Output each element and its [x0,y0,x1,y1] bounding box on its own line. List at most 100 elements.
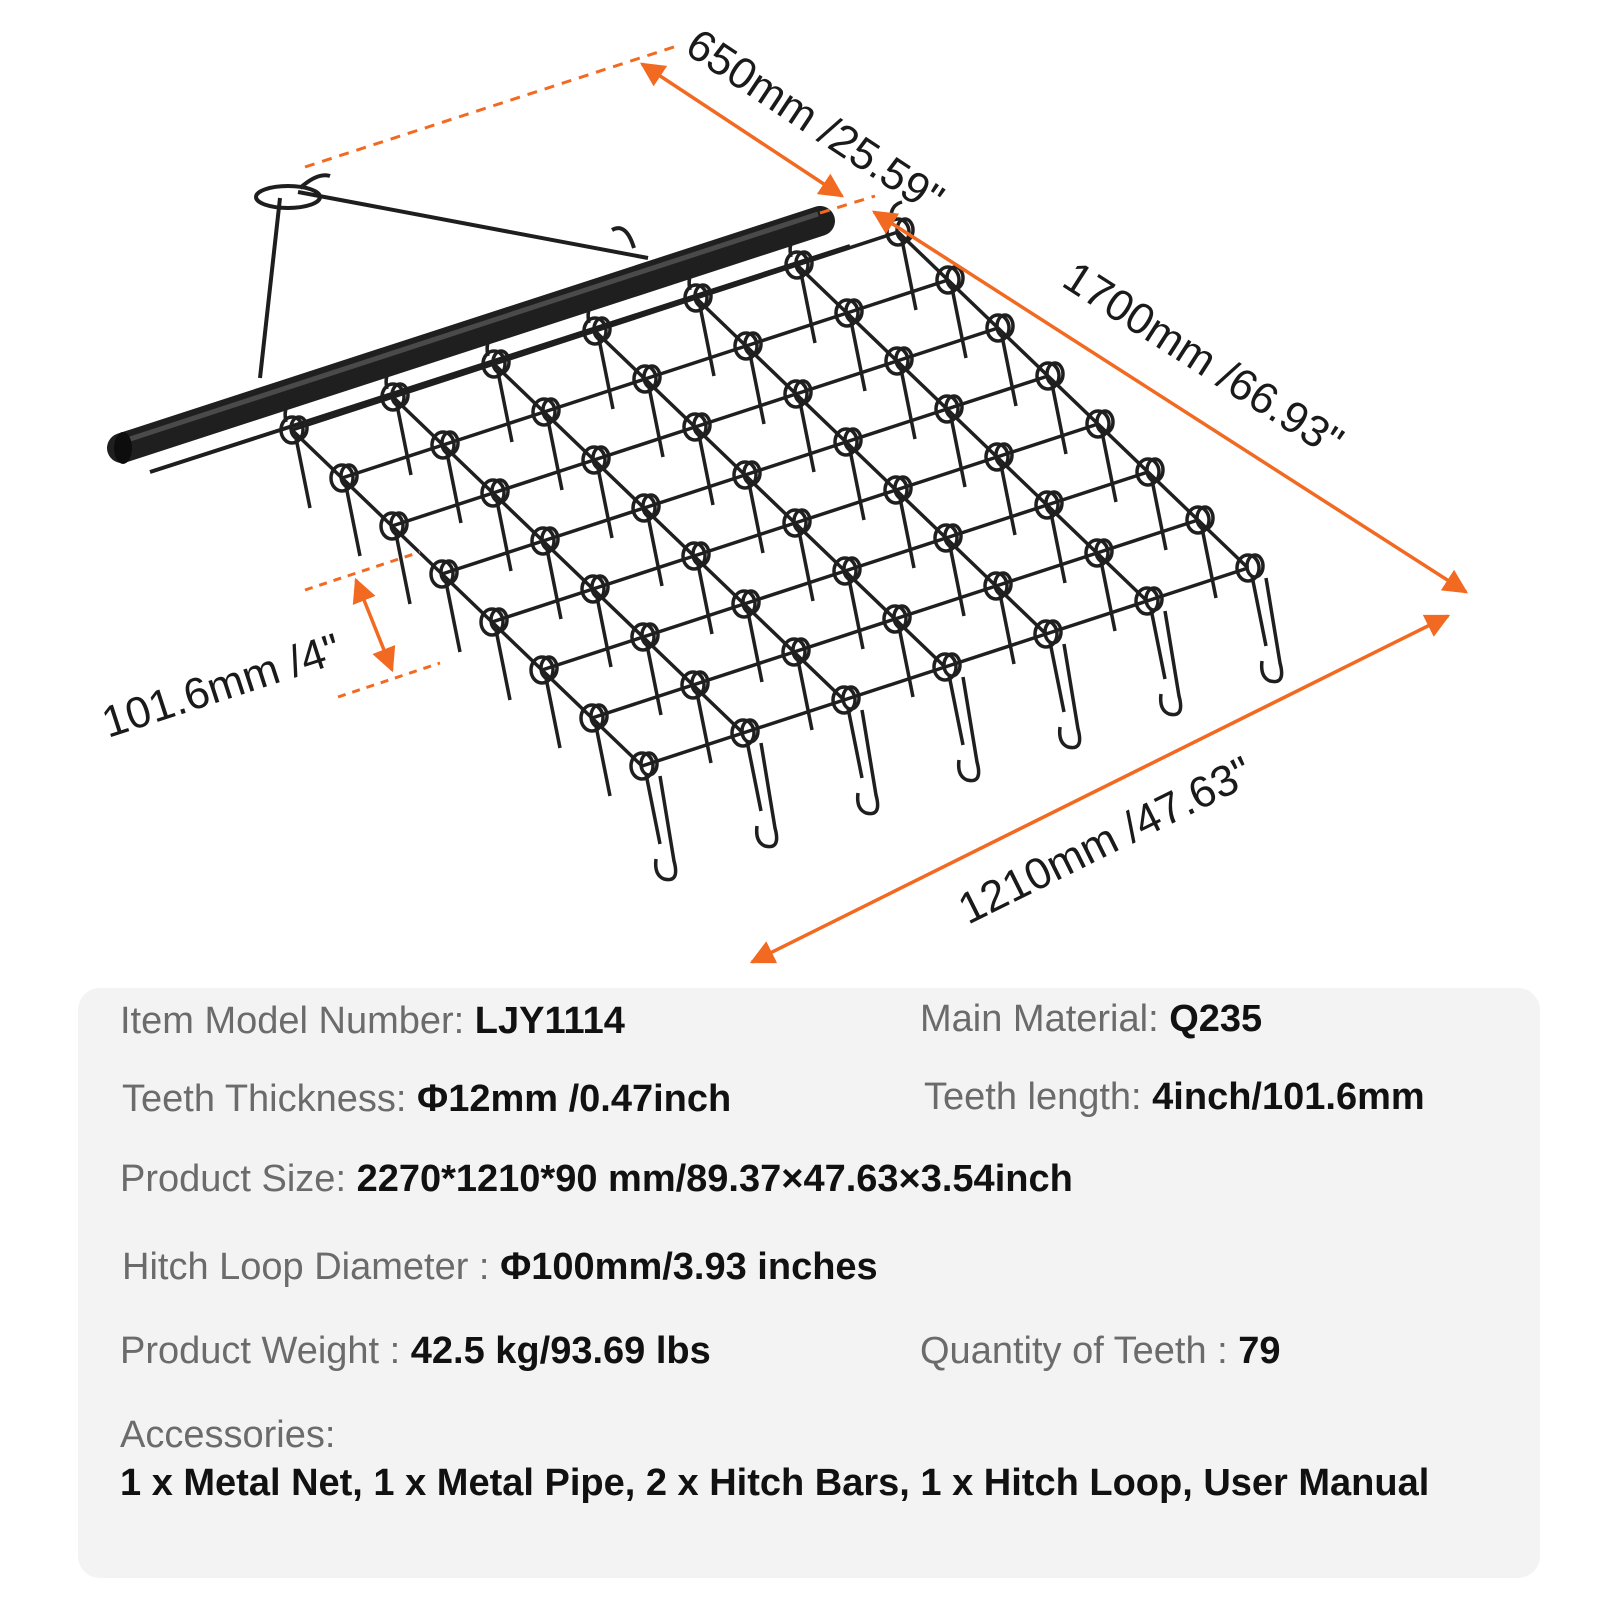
mesh-tooth [595,596,613,668]
mesh-tooth [846,707,864,779]
mesh-link [693,521,796,558]
mesh-link [493,329,596,366]
mesh-tooth [848,449,866,521]
mesh-tooth [948,545,966,617]
mesh-tooth [1049,512,1067,584]
mesh-coil [692,412,712,438]
spec-weight: Product Weight : 42.5 kg/93.69 lbs [120,1330,711,1372]
mesh-coil [481,349,507,379]
mesh-coil [743,331,763,357]
mesh-link [641,731,744,768]
mesh-coil [782,508,808,538]
mesh-coil [629,751,655,781]
mesh-link [745,311,848,348]
mesh-coil [530,526,556,556]
edge-hook [855,709,880,816]
mesh-coil [582,316,608,346]
mesh-tooth [495,500,513,572]
mesh-link [694,392,797,429]
mesh-tooth [1000,335,1018,407]
mesh-tooth [796,659,814,731]
mesh-coil [682,412,708,442]
mesh-link [541,635,644,672]
mesh-link [643,473,746,510]
mesh-coil [429,559,455,589]
mesh-coil [794,250,814,276]
pipe-hook [485,332,499,357]
mesh-coil [540,526,560,552]
mesh-coil [793,379,813,405]
mesh-tooth [494,629,512,701]
mesh-tooth [900,239,918,311]
mesh-coil [390,382,410,408]
mesh-tooth [748,353,766,425]
mesh-link [644,344,747,381]
mesh-tooth [697,434,715,506]
pipe-hook [384,365,398,390]
dimension-label-length: 1700mm /66.93" [1055,252,1352,467]
mesh-tooth [849,320,867,392]
mesh-coil [843,427,863,453]
spec-teeth-length: Teeth length: 4inch/101.6mm [924,1076,1425,1118]
mesh-tooth [1149,608,1167,680]
mesh-link [491,587,594,624]
spec-accessories-label: Accessories: [120,1414,336,1456]
mesh-coil [630,622,656,652]
dimension-top-width: 650mm /25.59" [304,19,952,224]
mesh-tooth [798,401,816,473]
mesh-coil [491,349,511,375]
mesh-link [593,425,696,462]
mesh-link [642,602,745,639]
edge-hook [653,775,678,882]
mesh-coil [489,607,509,633]
mesh-coil [834,298,860,328]
mesh-tooth [799,272,817,344]
mesh-coil [439,559,459,585]
spec-product-size: Product Size: 2270*1210*90 mm/89.37×47.6… [120,1158,1073,1200]
mesh-coil [783,379,809,409]
mesh-tooth [949,416,967,488]
mesh-link [591,683,694,720]
hitch-loop [254,184,322,210]
mesh-tooth [594,725,612,797]
mesh-tooth [1150,479,1168,551]
edge-hook [1158,610,1183,717]
mesh-tooth [1100,431,1118,503]
mesh-tooth [294,437,312,509]
mesh-tooth [695,692,713,764]
mesh-link [592,554,695,591]
mesh-link [743,569,846,606]
mesh-coil [430,430,456,460]
mesh-tooth [344,485,362,557]
mesh-coil [590,574,610,600]
mesh-link [542,506,645,543]
mesh-tooth [596,467,614,539]
mesh-link [442,410,545,447]
mesh-coil [844,298,864,324]
mesh-tooth [644,773,662,845]
mesh-tooth [445,452,463,524]
mesh-coil [531,397,557,427]
mesh-coil [641,493,661,519]
mesh-link [695,263,798,300]
dimension-depth: 1210mm /47.63" [749,614,1451,964]
mesh-coil [842,556,862,582]
mesh-coil [339,463,359,489]
mesh-tooth [898,497,916,569]
mesh-coil [833,427,859,457]
mesh-tooth [545,548,563,620]
mesh-coil [681,541,707,571]
mesh-tooth [496,371,514,443]
mesh-link [744,440,847,477]
mesh-tooth [847,578,865,650]
mesh-tooth [1099,560,1117,632]
mesh-coil [580,574,606,604]
product-diagram: 650mm /25.59" 1700mm /66.93" 1210mm /47.… [96,19,1469,964]
drag-harrow-drawing: 650mm /25.59" 1700mm /66.93" 1210mm /47.… [96,19,1469,964]
dimension-tooth-length: 101.6mm /4" [96,550,441,748]
mesh-tooth [899,368,917,440]
spec-teeth-thickness: Teeth Thickness: Φ12mm /0.47inch [122,1078,732,1120]
mesh-tooth [998,593,1016,665]
mesh-tooth [897,626,915,698]
mesh-tooth [394,533,412,605]
